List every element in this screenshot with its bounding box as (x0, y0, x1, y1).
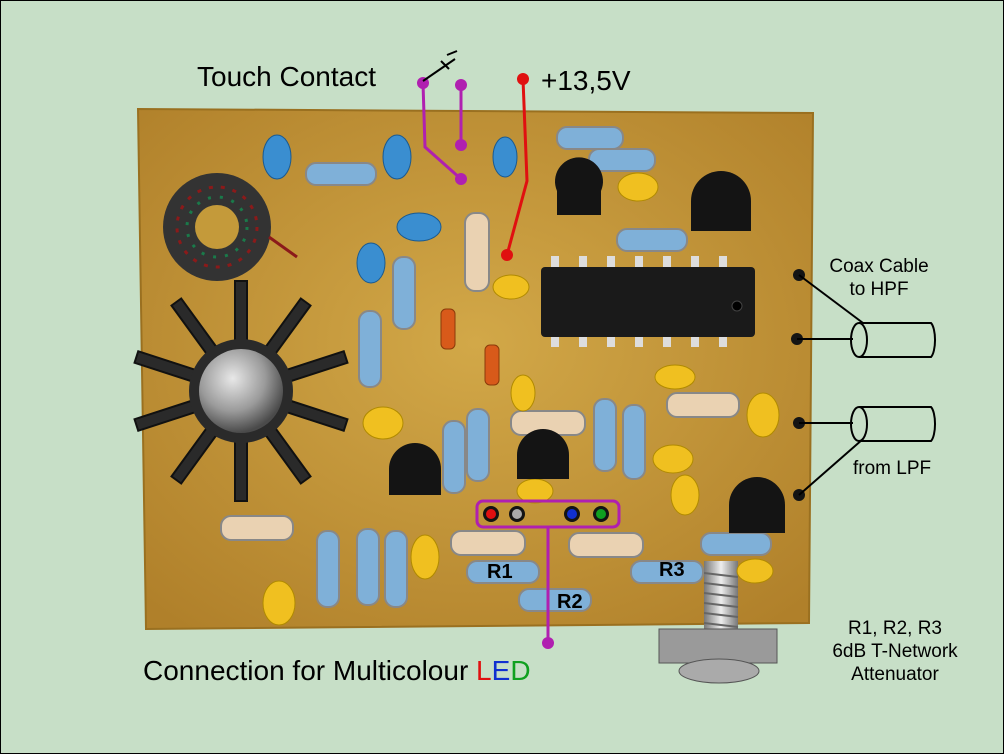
touch-contact-wires (421, 82, 463, 181)
diodes (440, 308, 500, 386)
attenuator-line2: 6dB T-Network (832, 641, 958, 662)
r3-label: R3 (659, 559, 685, 581)
r1-label: R1 (487, 561, 513, 583)
coax-label: Coax Cable to HPF (827, 255, 931, 301)
coax-label-line1: Coax Cable (829, 256, 929, 277)
coax-label-line2: to HPF (849, 279, 909, 300)
from-lpf-label: from LPF (853, 458, 932, 479)
led-letter-l: L (476, 655, 492, 686)
r2-label: R2 (557, 591, 583, 613)
transistors (388, 157, 785, 533)
attenuator-line1: R1, R2, R3 (848, 618, 942, 639)
switch-symbol-icon (422, 50, 458, 82)
ic-chip (541, 256, 755, 347)
power-wire (501, 73, 529, 261)
coax-cable-icon-bottom (798, 406, 937, 496)
blue-capacitors (262, 134, 518, 284)
led-caption-text: Connection for Multicolour (143, 655, 477, 686)
yellow-capacitors (262, 172, 780, 626)
toroid-coil (163, 173, 298, 281)
voltage-label: +13,5V (541, 65, 631, 96)
led-connection-box (475, 499, 621, 649)
heatsink (133, 280, 349, 502)
coax-cable-icon-top (797, 274, 937, 358)
led-letter-d: D (510, 655, 531, 686)
attenuator-line3: Attenuator (851, 664, 939, 685)
attenuator-label: R1, R2, R3 6dB T-Network Attenuator (807, 617, 983, 686)
mounting-screw (658, 561, 778, 684)
led-letter-e: E (491, 655, 511, 686)
touch-contact-label: Touch Contact (197, 61, 376, 92)
led-caption: Connection for Multicolour LED (143, 655, 531, 687)
resistors (220, 126, 772, 612)
